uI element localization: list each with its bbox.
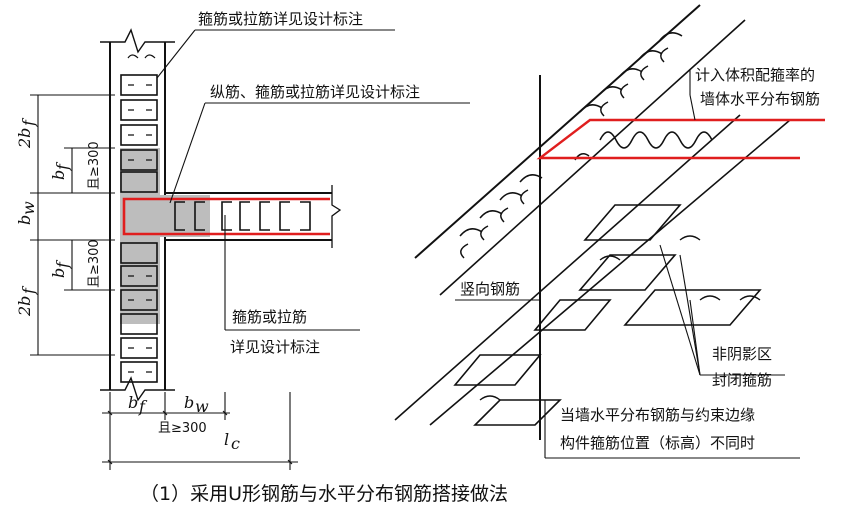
svg-text:2b: 2b xyxy=(15,296,34,317)
svg-text:f: f xyxy=(53,161,72,171)
dimension-ge300-upper: 且≥300 xyxy=(87,141,102,190)
label-volume-ratio-2: 墙体水平分布钢筋 xyxy=(700,90,820,108)
svg-text:w: w xyxy=(19,201,38,215)
dimension-bottom-ge300: 且≥300 xyxy=(158,421,207,436)
label-vertical-rebar: 竖向钢筋 xyxy=(460,280,520,298)
svg-text:f: f xyxy=(19,117,38,127)
svg-text:f: f xyxy=(138,397,148,416)
callout-bottom-text-1: 箍筋或拉筋 xyxy=(232,308,307,326)
label-nonshadow-1: 非阴影区 xyxy=(712,345,772,363)
label-nonshadow-2: 封闭箍筋 xyxy=(712,371,772,389)
svg-text:2b: 2b xyxy=(15,128,34,149)
diagonal-hooks-lower xyxy=(479,235,761,401)
dimension-2bf-lower: 2b f xyxy=(15,285,38,317)
svg-text:b: b xyxy=(15,215,34,225)
label-note-1: 当墙水平分布钢筋与约束边缘 xyxy=(560,406,755,424)
right-isometric-detail xyxy=(394,4,825,459)
callout-top-text: 箍筋或拉筋详见设计标注 xyxy=(198,10,363,28)
svg-text:b: b xyxy=(184,393,194,412)
flange-u-bars xyxy=(174,201,311,231)
svg-text:c: c xyxy=(231,434,240,453)
left-t-wall-section xyxy=(30,28,470,470)
dimension-bottom-bw: b w xyxy=(184,393,209,416)
svg-text:f: f xyxy=(19,285,38,295)
dimension-ge300-lower: 且≥300 xyxy=(87,239,102,288)
left-dimension-lines xyxy=(30,94,115,356)
figure-caption: （1）采用U形钢筋与水平分布钢筋搭接做法 xyxy=(140,483,508,505)
red-u-bar xyxy=(122,197,330,236)
svg-text:b: b xyxy=(49,170,68,180)
dimension-bw: b w xyxy=(15,201,38,225)
red-horizontal-bars xyxy=(536,118,825,160)
svg-text:b: b xyxy=(128,393,138,412)
closed-stirrups xyxy=(453,204,762,426)
svg-text:w: w xyxy=(195,397,209,416)
dimension-bf-upper: b f xyxy=(49,161,72,180)
column-stirrups xyxy=(120,74,158,383)
svg-text:f: f xyxy=(53,259,72,269)
dimension-bottom-bf: b f xyxy=(128,393,148,416)
callout-mid-text: 纵筋、箍筋或拉筋详见设计标注 xyxy=(210,83,420,101)
svg-text:b: b xyxy=(49,268,68,278)
dimension-bf-lower: b f xyxy=(49,259,72,278)
label-volume-ratio-1: 计入体积配箍率的 xyxy=(695,66,815,84)
dimension-2bf-upper: 2b f xyxy=(15,117,38,149)
label-note-2: 构件箍筋位置（标高）不同时 xyxy=(560,434,755,452)
callout-bottom-text-2: 详见设计标注 xyxy=(230,338,320,356)
dimension-lc: l c xyxy=(224,430,240,453)
svg-text:l: l xyxy=(224,430,229,449)
callout-leaders xyxy=(156,29,470,331)
diagonal-hooks-upper xyxy=(459,32,683,259)
bottom-dimension-lines xyxy=(102,392,298,470)
right-leaders xyxy=(455,70,800,459)
